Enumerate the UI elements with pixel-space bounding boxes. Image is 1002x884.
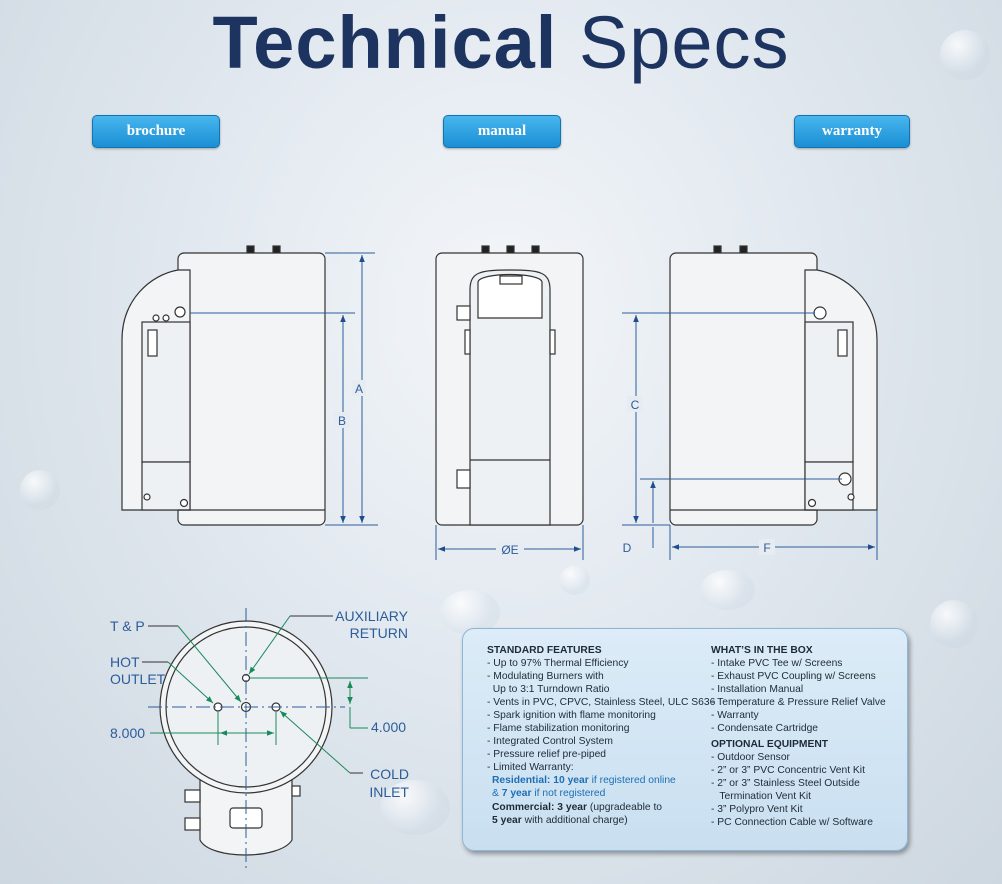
water-droplet — [700, 570, 755, 610]
list-item: - PC Connection Cable w/ Software — [711, 817, 873, 828]
list-item: - Flame stabilization monitoring — [487, 723, 630, 734]
list-item: - Limited Warranty: — [487, 762, 574, 773]
residential-label: Residential: — [492, 775, 551, 786]
title-light: Specs — [578, 1, 790, 84]
width-8-label: 8.000 — [110, 725, 145, 741]
residential2-amp: & — [492, 788, 502, 799]
water-droplet — [20, 470, 60, 510]
list-item: - Exhaust PVC Coupling w/ Screens — [711, 671, 876, 682]
list-item: - 2” or 3” PVC Concentric Vent Kit — [711, 765, 865, 776]
box-contents-column: WHAT’S IN THE BOX - Intake PVC Tee w/ Sc… — [711, 644, 886, 829]
warranty-button[interactable]: warranty — [794, 115, 910, 148]
residential2-text: if not registered — [531, 788, 606, 799]
list-item: Termination Vent Kit — [711, 791, 811, 802]
in-the-box-heading: WHAT’S IN THE BOX — [711, 645, 813, 656]
manual-button[interactable]: manual — [443, 115, 561, 148]
inlet-label: INLET — [369, 784, 409, 800]
list-item: - Outdoor Sensor — [711, 752, 790, 763]
optional-equipment-list: - Outdoor Sensor - 2” or 3” PVC Concentri… — [711, 751, 886, 829]
cold-label: COLD — [370, 766, 409, 782]
outlet-label: OUTLET — [110, 671, 166, 687]
water-droplet — [440, 590, 500, 635]
commercial-label: Commercial: — [492, 802, 555, 813]
optional-equipment-heading: OPTIONAL EQUIPMENT — [711, 739, 829, 750]
list-item: - 2” or 3” Stainless Steel Outside — [711, 778, 860, 789]
commercial-years: 3 year — [557, 802, 588, 813]
list-item: - 3” Polypro Vent Kit — [711, 804, 803, 815]
residential-years: 10 year — [553, 775, 589, 786]
list-item: - Integrated Control System — [487, 736, 613, 747]
brochure-button[interactable]: brochure — [92, 115, 220, 148]
dimension-c-label: C — [631, 398, 640, 412]
list-item: - Warranty — [711, 710, 759, 721]
dimension-a-label: A — [355, 382, 363, 396]
list-item: - Pressure relief pre-piped — [487, 749, 607, 760]
spec-features-box: STANDARD FEATURES - Up to 97% Thermal Ef… — [462, 628, 908, 851]
list-item: - Spark ignition with flame monitoring — [487, 710, 656, 721]
list-item: - Intake PVC Tee w/ Screens — [711, 658, 843, 669]
commercial-text: (upgradeable to — [587, 802, 663, 813]
standard-features-column: STANDARD FEATURES - Up to 97% Thermal Ef… — [487, 644, 715, 827]
standard-features-list: - Up to 97% Thermal Efficiency - Modulati… — [487, 657, 715, 774]
tp-valve-label: T & P — [110, 618, 145, 634]
list-item: - Vents in PVC, CPVC, Stainless Steel, U… — [487, 697, 716, 708]
page-title: Technical Specs — [0, 0, 1002, 86]
residential-text: if registered online — [588, 775, 676, 786]
residential2-years: 7 year — [501, 788, 532, 799]
list-item: - Temperature & Pressure Relief Valve — [711, 697, 886, 708]
side-view-drawing — [121, 245, 326, 526]
dimension-e-label: ØE — [501, 543, 518, 557]
commercial2-text: with additional charge) — [521, 815, 628, 826]
water-droplet — [380, 780, 450, 835]
commercial2-years: 5 year — [492, 815, 522, 826]
return-label: RETURN — [350, 625, 408, 641]
dimension-d-label: D — [623, 541, 632, 555]
list-item: - Installation Manual — [711, 684, 804, 695]
standard-features-heading: STANDARD FEATURES — [487, 645, 602, 656]
auxiliary-label: AUXILIARY — [335, 608, 409, 624]
in-the-box-list: - Intake PVC Tee w/ Screens - Exhaust PVC… — [711, 657, 886, 735]
title-bold: Technical — [212, 1, 558, 84]
list-item: - Condensate Cartridge — [711, 723, 819, 734]
water-droplet — [560, 565, 590, 595]
list-item: Up to 3:1 Turndown Ratio — [487, 684, 610, 695]
water-droplet — [930, 600, 978, 648]
dimension-f-label: F — [763, 541, 770, 555]
hot-label: HOT — [110, 654, 140, 670]
list-item: - Up to 97% Thermal Efficiency — [487, 658, 629, 669]
water-droplet — [940, 30, 990, 80]
rear-view-drawing — [669, 245, 878, 526]
height-4-label: 4.000 — [371, 719, 406, 735]
list-item: - Modulating Burners with — [487, 671, 604, 682]
front-view-drawing — [435, 245, 584, 526]
dimension-b-label: B — [338, 414, 346, 428]
